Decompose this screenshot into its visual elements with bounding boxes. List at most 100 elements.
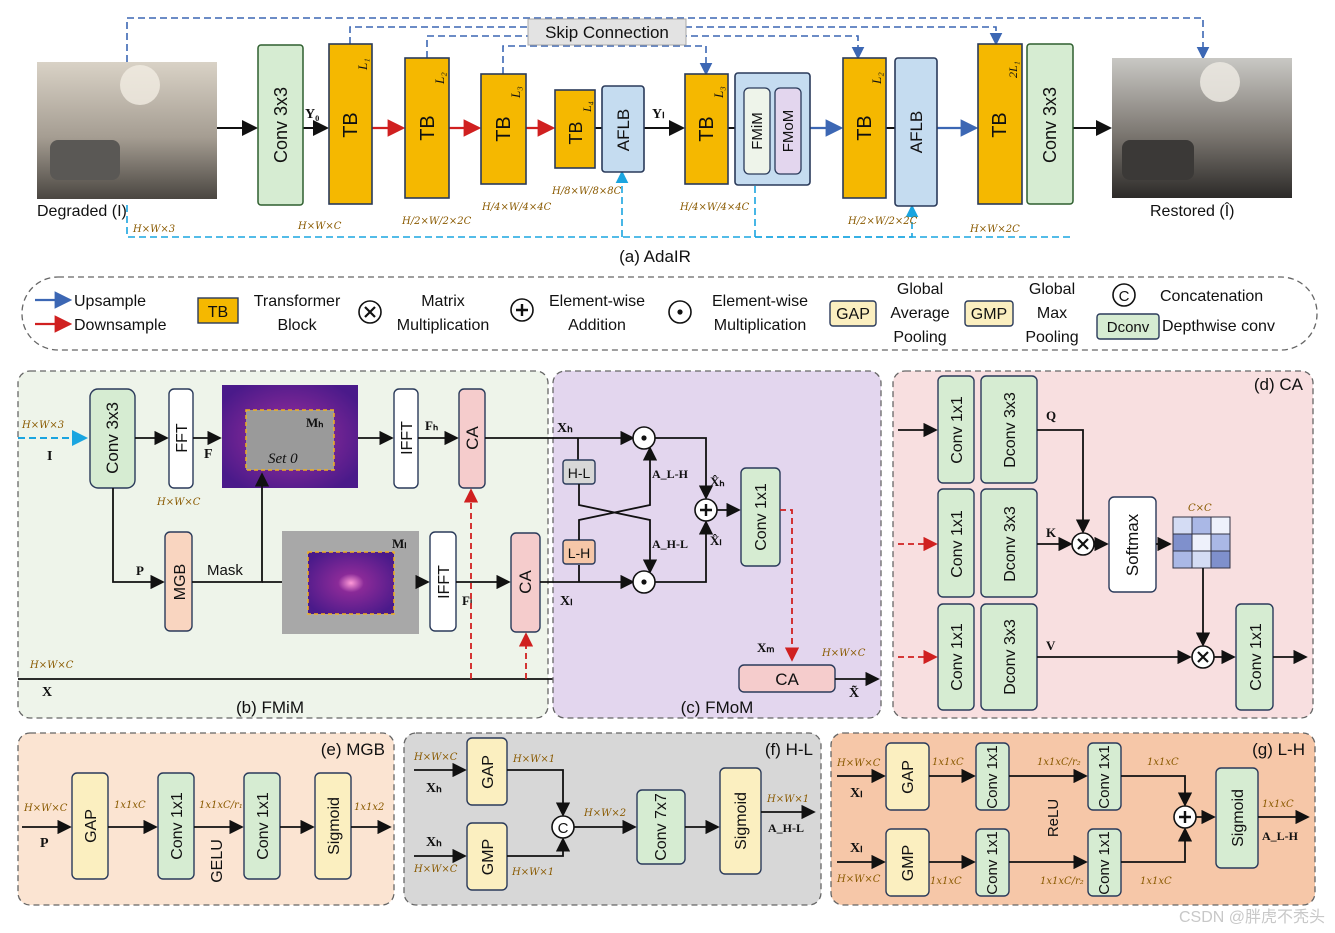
svg-text:H×W×2: H×W×2 [583,808,626,819]
dim-dec2: H/2×W/2×2C [847,216,918,227]
svg-text:Addition: Addition [568,317,626,334]
restored-sun [1200,62,1240,102]
svg-text:Xₗ: Xₗ [850,841,862,856]
svg-text:1x1xC: 1x1xC [1147,757,1179,768]
svg-text:2L₁: 2L₁ [1006,61,1020,78]
svg-text:Conv 1x1: Conv 1x1 [1096,745,1113,808]
attention-matrix [1172,516,1231,569]
svg-text:Conv 1x1: Conv 1x1 [1096,831,1113,894]
svg-text:Conv 3x3: Conv 3x3 [1040,87,1060,163]
svg-text:1x1xC/r₂: 1x1xC/r₂ [1037,757,1081,768]
svg-text:H×W×1: H×W×1 [766,794,809,805]
svg-text:AFLB: AFLB [614,109,633,152]
svg-text:L₂: L₂ [432,72,447,85]
legend-downsample: Downsample [74,317,167,334]
svg-text:F: F [204,447,213,462]
svg-text:P: P [136,563,144,578]
svg-text:H×W×C: H×W×C [836,758,881,769]
svg-text:TB: TB [566,121,586,144]
svg-text:L-H: L-H [568,545,591,561]
fmim-in-sym: I [47,449,52,464]
skip-connection-line [349,26,1003,46]
svg-text:TB: TB [493,116,515,142]
restored-label: Restored (Î) [1150,201,1234,220]
svg-text:1x1xC: 1x1xC [114,800,146,811]
svg-text:L₁: L₁ [355,58,370,71]
svg-text:C: C [558,820,569,837]
svg-text:V: V [1046,638,1056,653]
svg-text:GAP: GAP [900,760,917,794]
svg-text:TB: TB [417,115,439,141]
svg-text:Xₕ: Xₕ [557,421,573,436]
svg-text:TB: TB [989,112,1011,138]
svg-text:Mₕ: Mₕ [306,415,324,430]
svg-text:H×W×C: H×W×C [413,864,458,875]
fft-dim: H×W×C [156,497,201,508]
svg-text:Softmax: Softmax [1123,513,1142,576]
svg-text:P: P [40,836,49,851]
mgb-panel: (e) MGB H×W×C P GAP 1x1xC Conv 1x1 1x1xC… [17,732,395,906]
watermark: CSDN @胖虎不秃头 [1178,909,1325,926]
svg-text:Conv 1x1: Conv 1x1 [169,792,186,860]
svg-text:X: X [42,685,52,700]
tb-enc1: TB L₁ [328,43,373,205]
dim-dec3: H/4×W/4×4C [679,202,750,213]
svg-text:Pooling: Pooling [1025,329,1078,346]
svg-text:H×W×C: H×W×C [413,752,458,763]
svg-text:Multiplication: Multiplication [714,317,806,334]
degraded-label: Degraded (I) [37,203,127,220]
svg-text:FFT: FFT [174,423,191,453]
dim-enc3: H/4×W/4×4C [481,202,552,213]
tb-dec2: TB L₂ [842,57,887,199]
svg-text:IFFT: IFFT [436,565,453,599]
svg-text:TB: TB [208,304,228,321]
svg-text:H×W×C: H×W×C [821,648,866,659]
svg-text:A_L-H: A_L-H [1262,829,1299,843]
svg-text:Xₗ: Xₗ [850,786,862,801]
x-dim: H×W×C [29,660,74,671]
svg-text:IFFT: IFFT [399,421,416,455]
dim-dec1: H×W×2C [969,224,1020,235]
svg-text:L₂: L₂ [869,72,884,85]
svg-text:C×C: C×C [1188,503,1212,514]
svg-text:L₄: L₄ [580,101,594,113]
svg-text:Block: Block [277,317,317,334]
svg-text:Mask: Mask [207,562,243,579]
svg-text:1x1xC: 1x1xC [1262,799,1294,810]
svg-text:Xₗ: Xₗ [560,594,572,609]
svg-text:Conv 1x1: Conv 1x1 [255,792,272,860]
degraded-sun [120,65,160,105]
svg-text:A_H-L: A_H-L [768,821,804,835]
svg-text:TB: TB [696,116,718,142]
svg-text:Average: Average [890,305,949,322]
svg-text:GMP: GMP [971,306,1007,323]
svg-text:Sigmoid: Sigmoid [1230,789,1247,847]
svg-text:Dconv 3x3: Dconv 3x3 [1002,392,1019,468]
svg-text:1x1x2: 1x1x2 [354,802,384,813]
fmim-caption: (b) FMiM [236,698,304,717]
lh-caption: (g) L-H [1252,740,1305,759]
tb-enc2: TB L₂ [404,57,450,199]
svg-text:X̃: X̃ [849,684,859,701]
svg-text:Conv 7x7: Conv 7x7 [653,793,670,861]
svg-text:GAP: GAP [836,306,870,323]
svg-text:1x1xC: 1x1xC [932,757,964,768]
svg-text:Conv 1x1: Conv 1x1 [949,510,966,578]
svg-text:Xₕ: Xₕ [426,835,442,850]
svg-text:L₃: L₃ [508,86,523,99]
adair-panel: Skip Connection Degraded (I) Restored (Î… [37,17,1292,266]
svg-text:Global: Global [897,281,943,298]
svg-text:Sigmoid: Sigmoid [326,797,343,855]
ca-panel: (d) CA Conv 1x1 Dconv 3x3 Q Conv 1x1 Dco… [892,370,1314,719]
dim-enc1: H×W×C [297,221,342,232]
svg-text:C: C [1119,288,1130,305]
svg-text:CA: CA [516,570,535,594]
svg-text:Dconv 3x3: Dconv 3x3 [1002,619,1019,695]
lh-panel: (g) L-H H×W×C Xₗ GAP 1x1xC Conv 1x1 1x1x… [830,732,1316,906]
svg-text:GAP: GAP [83,809,100,843]
y0-label: Y₀ [305,107,319,122]
svg-text:H×W×C: H×W×C [836,874,881,885]
svg-text:Max: Max [1037,305,1067,322]
svg-text:Fₗ: Fₗ [462,593,472,608]
aflb-2: AFLB [894,57,938,207]
